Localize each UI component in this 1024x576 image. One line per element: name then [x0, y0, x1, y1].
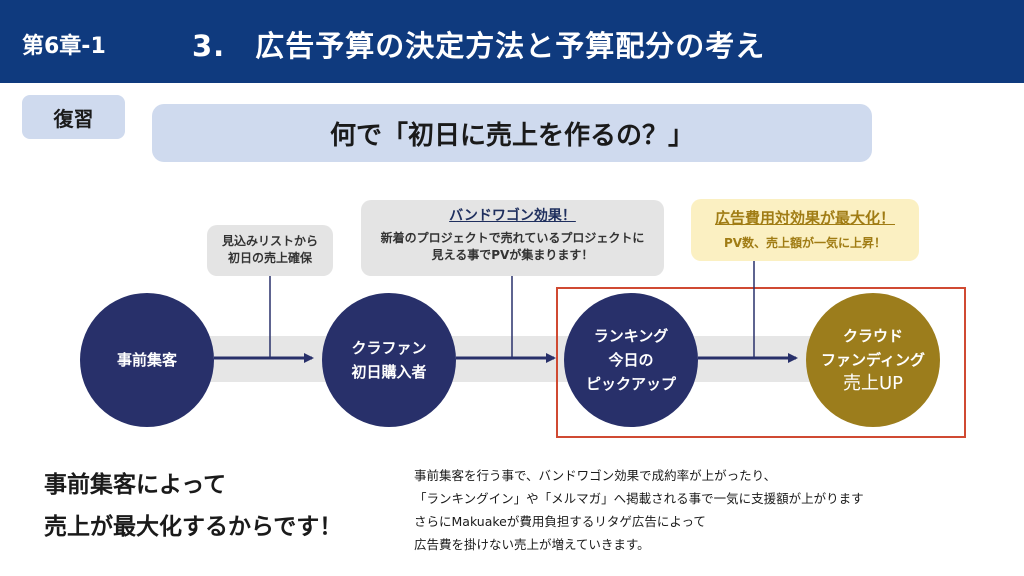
step-2-line-1: クラファン	[351, 339, 427, 357]
highlight-box	[556, 287, 966, 438]
step-2-line-2: 初日購入者	[351, 363, 427, 381]
step-3-line-3: ピックアップ	[585, 375, 676, 393]
callout-1-line-1: 見込みリストから	[221, 234, 318, 248]
callout-2-line-1: 新着のプロジェクトで売れているプロジェクトに	[380, 231, 645, 245]
question-banner: 何で「初日に売上を作るの？」	[152, 104, 872, 162]
review-badge: 復習	[22, 95, 125, 139]
explanation-line-1: 事前集客を行う事で、バンドワゴン効果で成約率が上がったり、	[414, 468, 777, 483]
callout-1-line-2: 初日の売上確保	[227, 251, 312, 265]
explanation-line-4: 広告費を掛けない売上が増えていきます。	[414, 537, 650, 552]
conclusion-line-1: 事前集客によって	[44, 472, 227, 498]
callout-3-title: 広告費用対効果が最大化！	[714, 209, 895, 227]
chapter-label: 第6章-1	[22, 34, 106, 59]
step-3-line-1: ランキング	[593, 327, 669, 345]
step-first-day-buyers: クラファン 初日購入者	[322, 293, 456, 427]
callout-bandwagon: バンドワゴン効果！ 新着のプロジェクトで売れているプロジェクトに 見える事でPV…	[361, 200, 664, 276]
conclusion-text: 事前集客によって 売上が最大化するからです！	[44, 464, 342, 548]
explanation-line-2: 「ランキングイン」や「メルマガ」へ掲載される事で一気に支援額が上がります	[414, 491, 864, 506]
step-4-line-1: クラウド	[842, 327, 903, 345]
header-bar: 第6章-1 3. 広告予算の決定方法と予算配分の考え	[0, 0, 1024, 83]
callout-2-title: バンドワゴン効果！	[449, 208, 576, 224]
explanation-line-3: さらにMakuakeが費用負担するリタゲ広告によって	[414, 514, 706, 529]
step-ranking: ランキング 今日の ピックアップ	[564, 293, 698, 427]
step-pre-marketing: 事前集客	[80, 293, 214, 427]
step-1-line-1: 事前集客	[116, 351, 177, 369]
step-4-line-2: ファンディング	[821, 351, 925, 369]
callout-2-line-2: 見える事でPVが集まります！	[431, 248, 594, 262]
conclusion-line-2: 売上が最大化するからです！	[44, 514, 343, 540]
callout-prelist: 見込みリストから 初日の売上確保	[207, 225, 333, 276]
step-sales-up: クラウド ファンディング 売上UP	[806, 293, 940, 427]
callout-roas: 広告費用対効果が最大化！ PV数、売上額が一気に上昇！	[691, 199, 919, 261]
callout-3-line-1: PV数、売上額が一気に上昇！	[723, 236, 887, 250]
step-4-emphasis: 売上UP	[842, 373, 904, 394]
step-3-line-2: 今日の	[608, 351, 654, 369]
explanation-text: 事前集客を行う事で、バンドワゴン効果で成約率が上がったり、 「ランキングイン」や…	[414, 464, 864, 556]
slide-title: 3. 広告予算の決定方法と予算配分の考え	[192, 29, 766, 63]
